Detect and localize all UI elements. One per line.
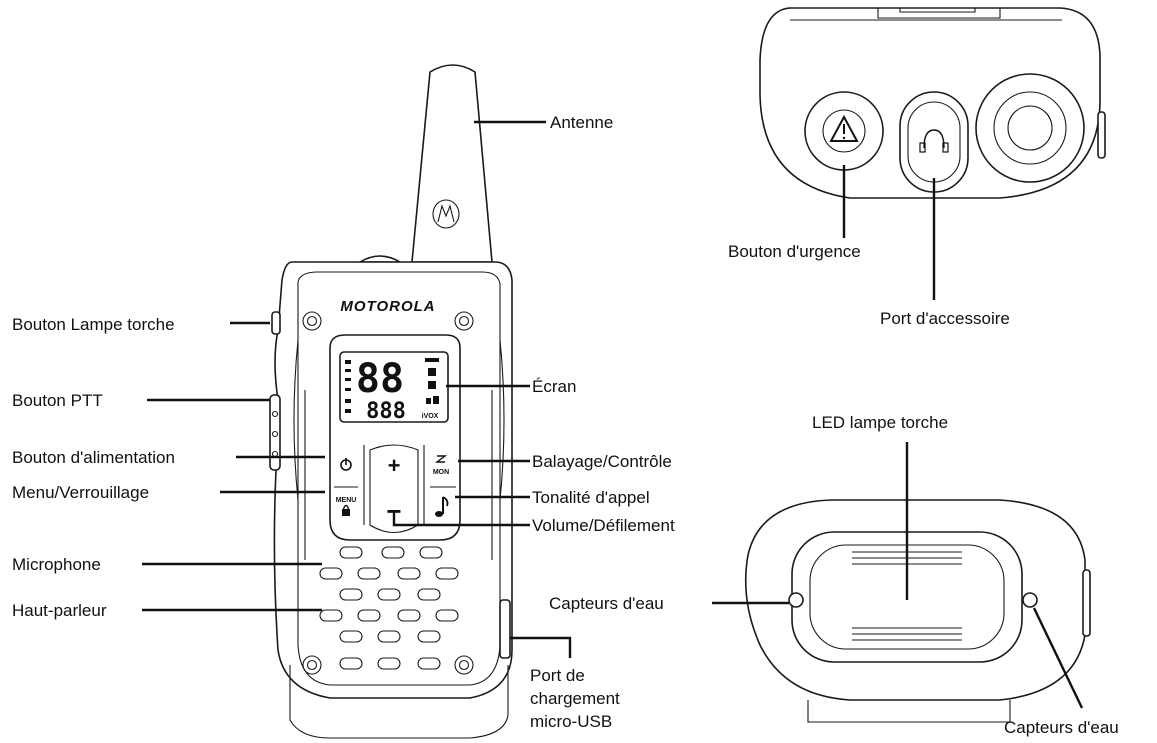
label-bouton-ptt: Bouton PTT <box>12 391 103 410</box>
water-sensor-right <box>1022 592 1038 608</box>
lcd-digits-top: 88 <box>356 356 404 402</box>
label-ecran: Écran <box>532 377 576 396</box>
top-round-cover <box>975 73 1085 183</box>
volume-up-button[interactable]: + <box>388 453 401 478</box>
ptt-side-button[interactable] <box>269 394 281 471</box>
mon-key-label: MON <box>433 469 449 476</box>
power-button[interactable] <box>340 458 352 471</box>
lcd-digits-bottom: 888 <box>366 399 406 424</box>
microphone-hole <box>319 567 343 580</box>
labels: Antenne Bouton Lampe torche Bouton PTT É… <box>12 113 1119 737</box>
front-leader-lines <box>142 120 572 658</box>
speaker-grille <box>319 546 459 670</box>
label-port-accessoire: Port d'accessoire <box>880 309 1010 328</box>
label-antenne: Antenne <box>550 113 613 132</box>
label-port-chargement-1: Port de <box>530 666 585 685</box>
label-port-chargement-3: micro-USB <box>530 712 612 731</box>
label-bouton-lampe-torche: Bouton Lampe torche <box>12 315 175 334</box>
bottom-leader-lines <box>712 442 1084 709</box>
label-capteurs-eau-right: Capteurs d'eau <box>1004 718 1119 737</box>
radio-bottom-view <box>744 499 1091 723</box>
top-leader-lines <box>842 165 936 300</box>
label-haut-parleur: Haut-parleur <box>12 601 107 620</box>
accessory-port[interactable] <box>899 91 969 193</box>
music-note-icon <box>435 496 449 517</box>
label-bouton-urgence: Bouton d'urgence <box>728 242 861 261</box>
warning-triangle-icon <box>829 114 859 142</box>
side-clip <box>1082 569 1091 637</box>
screw <box>302 311 474 675</box>
side-clip <box>1097 111 1106 159</box>
label-balayage-controle: Balayage/Contrôle <box>532 452 672 471</box>
radio-front-view: MOTOROLA 88 888 iVOX <box>269 64 513 739</box>
brand-logo: MOTOROLA <box>340 298 435 315</box>
label-tonalite-appel: Tonalité d'appel <box>532 488 650 507</box>
motorola-logo-icon <box>432 199 460 229</box>
label-led-lampe-torche: LED lampe torche <box>812 413 948 432</box>
lock-icon <box>342 509 350 516</box>
water-sensor-left <box>788 592 804 608</box>
label-capteurs-eau-left: Capteurs d'eau <box>549 594 664 613</box>
antenna <box>411 64 493 263</box>
radio-top-view <box>759 7 1106 199</box>
menu-lock-button[interactable]: MENU <box>336 497 357 516</box>
flashlight-side-button[interactable] <box>271 311 281 335</box>
lcd-small-icons <box>345 358 439 413</box>
scan-monitor-button[interactable]: MON <box>433 455 449 476</box>
label-microphone: Microphone <box>12 555 101 574</box>
micro-usb-port <box>499 599 511 659</box>
menu-key-label: MENU <box>336 497 357 504</box>
lcd-vox-indicator: iVOX <box>422 413 439 420</box>
headset-icon <box>919 129 949 153</box>
label-volume-defilement: Volume/Défilement <box>532 516 675 535</box>
label-menu-verrouillage: Menu/Verrouillage <box>12 483 149 502</box>
volume-down-button[interactable]: − <box>386 496 401 526</box>
call-tone-button[interactable] <box>435 496 449 517</box>
label-bouton-alimentation: Bouton d'alimentation <box>12 448 175 467</box>
label-port-chargement-2: chargement <box>530 689 620 708</box>
